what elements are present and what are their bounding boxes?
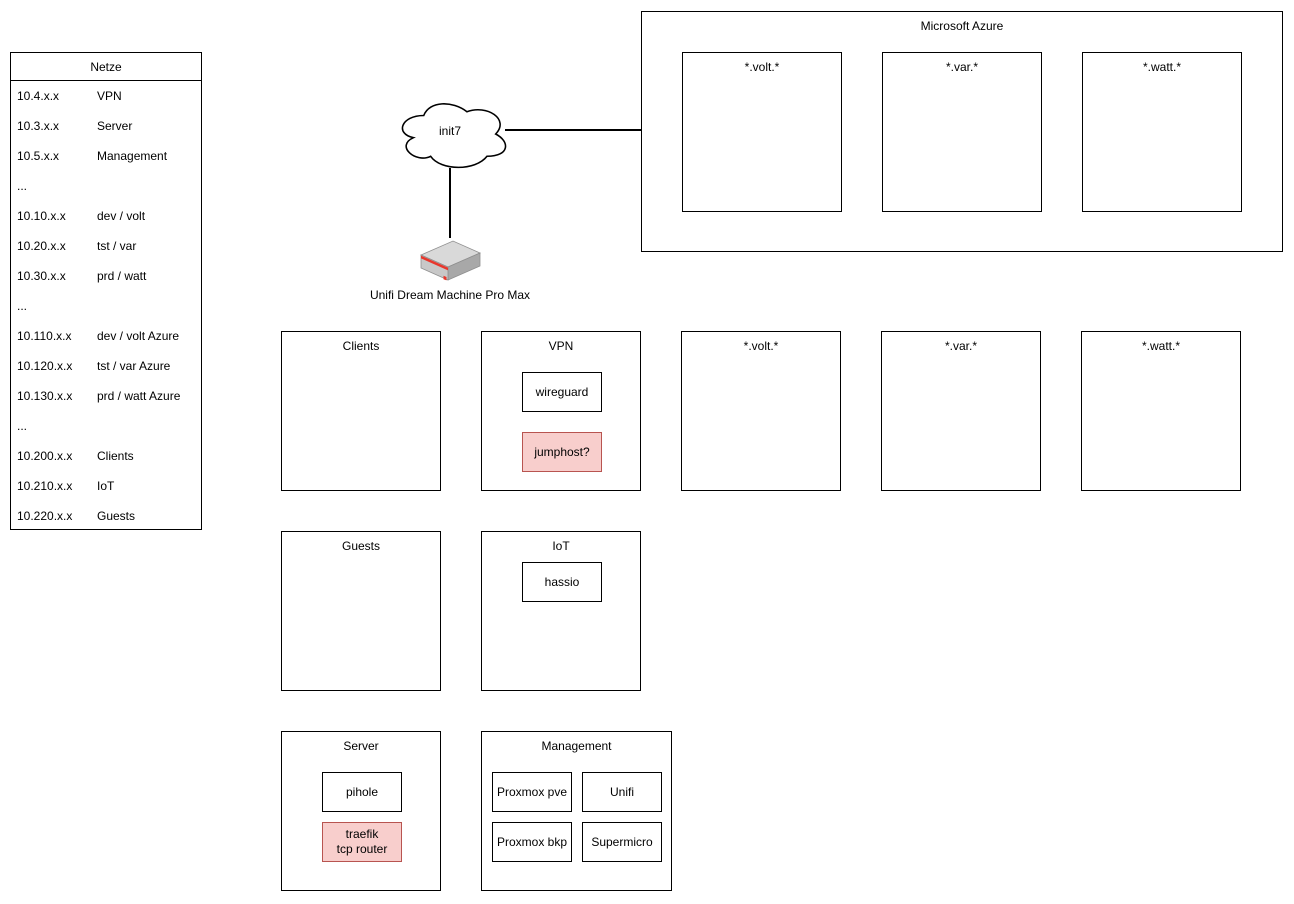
- zone-clients: Clients: [281, 331, 441, 491]
- netze-table-title: Netze: [11, 53, 201, 81]
- zone-guests: Guests: [281, 531, 441, 691]
- netze-row: 10.220.x.x Guests: [11, 501, 201, 531]
- netze-name: Guests: [97, 509, 136, 523]
- zone-vpn: VPN wireguard jumphost?: [481, 331, 641, 491]
- netze-row: 10.130.x.x prd / watt Azure: [11, 381, 201, 411]
- netze-row: ...: [11, 411, 201, 441]
- zone-watt: *.watt.*: [1081, 331, 1241, 491]
- node-hassio: hassio: [522, 562, 602, 602]
- netze-ip: 10.4.x.x: [17, 89, 60, 103]
- netze-name: Clients: [97, 449, 134, 463]
- netze-row: 10.200.x.x Clients: [11, 441, 201, 471]
- netze-ip: ...: [17, 419, 28, 433]
- netze-ip: 10.30.x.x: [17, 269, 66, 283]
- netze-name: tst / var Azure: [97, 359, 171, 373]
- netze-name: prd / watt: [97, 269, 147, 283]
- node-supermicro: Supermicro: [582, 822, 662, 862]
- azure-zone-volt-title: *.volt.*: [744, 60, 780, 74]
- netze-ip: 10.10.x.x: [17, 209, 66, 223]
- azure-zone-volt: *.volt.*: [682, 52, 842, 212]
- node-proxmox-bkp: Proxmox bkp: [492, 822, 572, 862]
- zone-volt-title: *.volt.*: [743, 339, 779, 353]
- netze-row: 10.20.x.x tst / var: [11, 231, 201, 261]
- netze-name: IoT: [97, 479, 115, 493]
- netze-ip: ...: [17, 179, 28, 193]
- netze-ip: 10.3.x.x: [17, 119, 60, 133]
- netze-ip: 10.5.x.x: [17, 149, 60, 163]
- netze-ip: 10.20.x.x: [17, 239, 66, 253]
- netze-row: 10.5.x.x Management: [11, 141, 201, 171]
- netze-name: tst / var: [97, 239, 137, 253]
- netze-ip: 10.210.x.x: [17, 479, 73, 493]
- netze-row: 10.210.x.x IoT: [11, 471, 201, 501]
- zone-var: *.var.*: [881, 331, 1041, 491]
- netze-ip: 10.200.x.x: [17, 449, 73, 463]
- zone-var-title: *.var.*: [944, 339, 977, 353]
- cloud-label: init7: [438, 124, 461, 138]
- zone-watt-title: *.watt.*: [1141, 339, 1180, 353]
- zone-iot: IoT hassio: [481, 531, 641, 691]
- netze-row: 10.30.x.x prd / watt: [11, 261, 201, 291]
- node-pihole: pihole: [322, 772, 402, 812]
- router-label: Unifi Dream Machine Pro Max: [369, 288, 531, 302]
- netze-row: 10.4.x.x VPN: [11, 81, 201, 111]
- netze-name: dev / volt: [97, 209, 146, 223]
- node-unifi: Unifi: [582, 772, 662, 812]
- netze-row: 10.120.x.x tst / var Azure: [11, 351, 201, 381]
- zone-management-title: Management: [541, 739, 612, 753]
- cloud-to-azure-line: [505, 129, 641, 131]
- zone-iot-title: IoT: [552, 539, 570, 553]
- zone-server: Server pihole traefik tcp router: [281, 731, 441, 891]
- azure-zone-watt-title: *.watt.*: [1142, 60, 1181, 74]
- cloud-icon: [401, 103, 507, 169]
- node-wireguard: wireguard: [522, 372, 602, 412]
- netze-row: 10.110.x.x dev / volt Azure: [11, 321, 201, 351]
- netze-name: prd / watt Azure: [97, 389, 181, 403]
- netze-ip: 10.120.x.x: [17, 359, 73, 373]
- zone-clients-title: Clients: [342, 339, 380, 353]
- azure-zone-var: *.var.*: [882, 52, 1042, 212]
- node-proxmox-pve: Proxmox pve: [492, 772, 572, 812]
- azure-zone-watt: *.watt.*: [1082, 52, 1242, 212]
- zone-volt: *.volt.*: [681, 331, 841, 491]
- netze-name: Server: [97, 119, 133, 133]
- netze-ip: 10.130.x.x: [17, 389, 73, 403]
- netze-name: VPN: [97, 89, 122, 103]
- netze-row: 10.10.x.x dev / volt: [11, 201, 201, 231]
- azure-zone-var-title: *.var.*: [945, 60, 978, 74]
- node-traefik: traefik tcp router: [322, 822, 402, 862]
- netze-table: Netze 10.4.x.x VPN 10.3.x.x Server 10.5.…: [10, 52, 202, 530]
- netze-name: Management: [97, 149, 168, 163]
- netze-row: ...: [11, 291, 201, 321]
- netze-row: 10.3.x.x Server: [11, 111, 201, 141]
- zone-guests-title: Guests: [341, 539, 380, 553]
- azure-title: Microsoft Azure: [920, 19, 1004, 33]
- azure-container: Microsoft Azure *.volt.* *.var.* *.watt.…: [641, 11, 1283, 252]
- netze-row: ...: [11, 171, 201, 201]
- zone-management: Management Proxmox pve Unifi Proxmox bkp…: [481, 731, 672, 891]
- node-jumphost: jumphost?: [522, 432, 602, 472]
- zone-server-title: Server: [343, 739, 379, 753]
- router-icon: [420, 240, 481, 283]
- netze-ip: 10.110.x.x: [17, 329, 72, 343]
- zone-vpn-title: VPN: [548, 339, 574, 353]
- netze-name: dev / volt Azure: [97, 329, 180, 343]
- netze-ip: 10.220.x.x: [17, 509, 73, 523]
- cloud-to-router-line: [449, 168, 451, 238]
- netze-ip: ...: [17, 299, 28, 313]
